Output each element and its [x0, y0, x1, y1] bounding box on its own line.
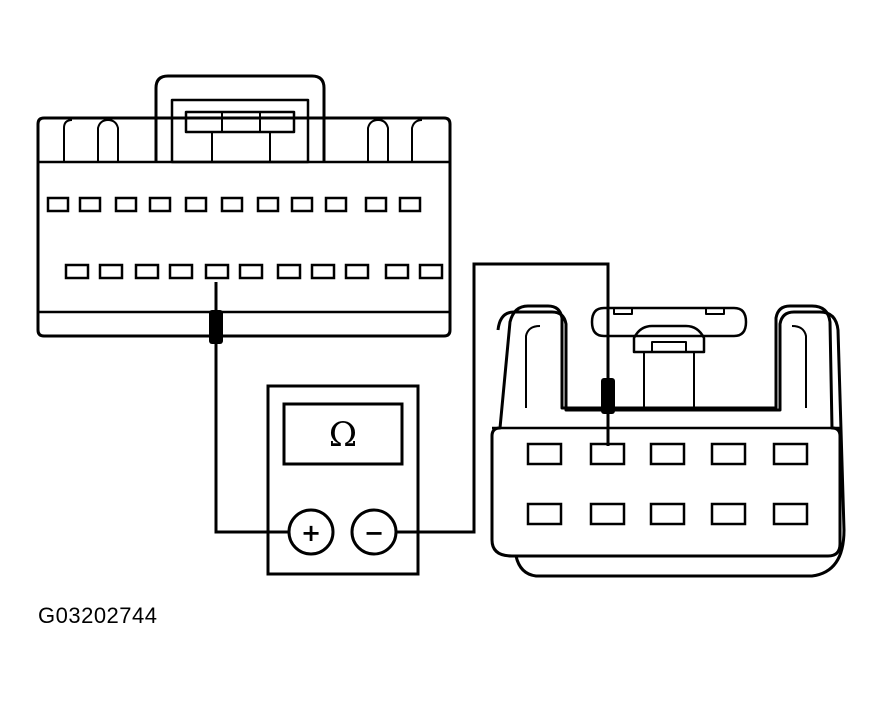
negative-terminal-label: − — [364, 519, 384, 547]
figure-id-label: G03202744 — [38, 603, 158, 628]
right-connector-pin — [710, 442, 747, 466]
ohmmeter: Ω + − — [266, 384, 420, 576]
left-connector-pin — [310, 263, 336, 280]
right-connector-pin — [526, 442, 563, 466]
right-connector-pin-grid — [526, 442, 809, 526]
left-connector-pin — [148, 196, 172, 213]
right-connector-lock-latch — [632, 324, 706, 354]
left-connector-lock-tab — [154, 74, 326, 162]
left-connector-pin — [46, 196, 70, 213]
positive-lead-wire — [214, 282, 289, 534]
ohmmeter-display — [282, 402, 404, 466]
left-connector-pin — [418, 263, 444, 280]
right-connector-lock-tab — [590, 306, 748, 338]
negative-probe-tip — [601, 378, 615, 414]
left-connector-pin — [364, 196, 388, 213]
left-connector-body — [36, 116, 452, 338]
left-connector-pin — [344, 263, 370, 280]
left-connector — [36, 74, 452, 338]
left-connector-pin — [276, 263, 302, 280]
left-connector-top-pin-row — [46, 196, 422, 213]
right-connector-pin — [526, 502, 563, 526]
right-connector-pin — [649, 502, 686, 526]
left-connector-pin — [204, 263, 230, 280]
left-connector-pin — [64, 263, 90, 280]
right-connector-pin — [589, 442, 626, 466]
left-connector-pin — [398, 196, 422, 213]
right-connector-body — [490, 304, 842, 558]
left-connector-pin — [220, 196, 244, 213]
positive-probe-tip — [209, 310, 223, 344]
right-connector-pin — [649, 442, 686, 466]
right-connector-pin — [772, 442, 809, 466]
left-connector-pin — [168, 263, 194, 280]
left-connector-pin — [98, 263, 124, 280]
left-connector-pin — [256, 196, 280, 213]
left-connector-bottom-pin-row — [64, 263, 444, 280]
right-connector — [490, 304, 846, 578]
right-connector-pin — [772, 502, 809, 526]
left-connector-pin — [78, 196, 102, 213]
positive-terminal-label: + — [301, 519, 321, 547]
right-connector-shadow — [496, 310, 846, 578]
left-connector-pin — [290, 196, 314, 213]
left-connector-lock-latch — [184, 110, 296, 134]
right-connector-pin — [589, 502, 626, 526]
left-connector-pin — [114, 196, 138, 213]
left-connector-pin — [134, 263, 160, 280]
left-connector-pin — [238, 263, 264, 280]
ohm-symbol: Ω — [329, 415, 357, 455]
left-connector-pin — [324, 196, 348, 213]
right-connector-pin — [710, 502, 747, 526]
test-leads — [214, 262, 610, 534]
left-connector-pin — [184, 196, 208, 213]
negative-lead-wire — [396, 262, 610, 534]
left-connector-pin — [384, 263, 410, 280]
